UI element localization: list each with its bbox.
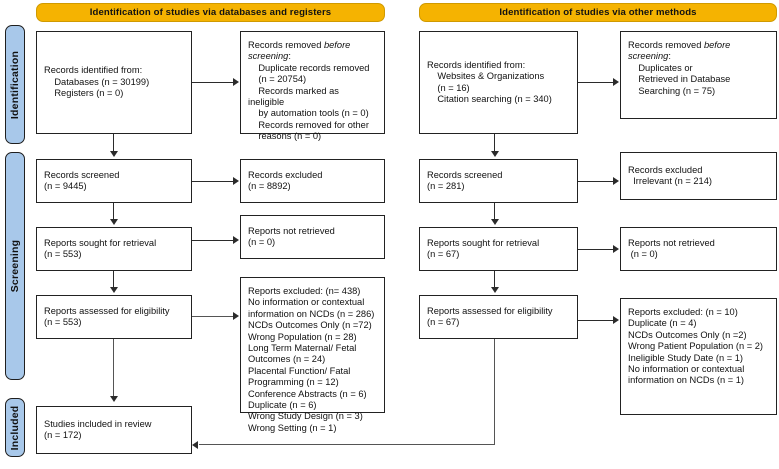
box-right-reports-sought: Reports sought for retrieval (n = 67) [419,227,578,271]
box-right-records-removed: Records removed before screening: Duplic… [620,31,777,119]
box-left-reports-not-retrieved-text: Reports not retrieved (n = 0) [248,225,335,247]
connector-right-screened-to-excluded [578,181,613,183]
arrowhead-left-screened-to-sought [109,219,118,225]
box-left-records-excluded-text: Records excluded (n = 8892) [248,169,323,191]
column-header-databases-label: Identification of studies via databases … [89,7,332,18]
arrowhead-left-identified-to-screened [109,151,118,157]
stage-label-identification: Identification [9,50,21,119]
box-left-reports-assessed: Reports assessed for eligibility (n = 55… [36,295,192,339]
arrowhead-right-screened-to-excluded [613,177,619,185]
column-header-databases: Identification of studies via databases … [36,3,385,22]
connector-left-screened-to-sought [113,203,115,220]
box-right-records-excluded-text: Records excluded Irrelevant (n = 214) [628,164,712,186]
connector-right-sought-to-not-retrieved [578,249,613,251]
box-left-records-screened-text: Records screened (n = 9445) [44,169,120,191]
connector-right-assessed-down [494,339,496,445]
arrowhead-right-assessed-to-reports-excluded [613,316,619,324]
connector-left-sought-to-assessed [113,271,115,288]
connector-left-identified-to-removed [192,82,233,84]
connector-left-sought-to-not-retrieved [192,240,233,242]
connector-left-screened-to-excluded [192,181,233,183]
stage-bar-screening: Screening [5,152,25,380]
box-right-reports-not-retrieved: Reports not retrieved (n = 0) [620,227,777,271]
connector-left-assessed-to-reports-excluded [192,316,233,318]
connector-right-screened-to-sought [494,203,496,220]
box-left-records-identified: Records identified from: Databases (n = … [36,31,192,134]
arrowhead-left-assessed-to-included [109,396,118,402]
box-left-studies-included-text: Studies included in review (n = 172) [44,418,152,440]
box-left-reports-sought-text: Reports sought for retrieval (n = 553) [44,237,157,259]
box-right-reports-assessed-text: Reports assessed for eligibility (n = 67… [427,305,553,327]
arrowhead-left-screened-to-excluded [233,177,239,185]
box-right-reports-assessed: Reports assessed for eligibility (n = 67… [419,295,578,339]
box-right-records-excluded: Records excluded Irrelevant (n = 214) [620,152,777,200]
arrowhead-left-sought-to-not-retrieved [233,236,239,244]
stage-label-included: Included [9,405,21,450]
box-left-records-removed-text: Records removed before screening: Duplic… [248,40,370,142]
connector-right-identified-to-screened [494,134,496,152]
box-right-reports-excluded-text: Reports excluded: (n = 10) Duplicate (n … [628,307,763,386]
stage-bar-identification: Identification [5,25,25,144]
connector-right-assessed-to-reports-excluded [578,320,613,322]
column-header-other-methods-label: Identification of studies via other meth… [499,7,697,18]
connector-right-identified-to-removed [578,82,613,84]
box-left-reports-excluded: Reports excluded: (n= 438) No informatio… [240,277,385,433]
column-header-other-methods: Identification of studies via other meth… [419,3,777,22]
box-right-reports-sought-text: Reports sought for retrieval (n = 67) [427,237,540,259]
arrowhead-right-sought-to-not-retrieved [613,245,619,253]
stage-bar-included: Included [5,398,25,457]
arrowhead-left-identified-to-removed [233,78,239,86]
arrowhead-right-screened-to-sought [490,219,499,225]
arrowhead-right-to-studies-included [192,440,198,449]
box-left-records-screened: Records screened (n = 9445) [36,159,192,203]
stage-label-screening: Screening [9,239,21,293]
connector-right-sought-to-assessed [494,271,496,288]
connector-right-to-studies-included [199,444,495,446]
arrowhead-right-sought-to-assessed [490,287,499,293]
box-left-reports-assessed-text: Reports assessed for eligibility (n = 55… [44,305,170,327]
connector-left-assessed-to-included [113,339,115,397]
box-left-reports-excluded-text: Reports excluded: (n= 438) No informatio… [248,286,375,433]
connector-left-identified-to-screened [113,134,115,152]
box-right-records-screened-text: Records screened (n = 281) [427,169,503,191]
box-right-records-screened: Records screened (n = 281) [419,159,578,203]
box-left-records-excluded: Records excluded (n = 8892) [240,159,385,203]
box-left-reports-not-retrieved: Reports not retrieved (n = 0) [240,215,385,259]
arrowhead-right-identified-to-removed [613,78,619,86]
box-left-reports-sought: Reports sought for retrieval (n = 553) [36,227,192,271]
box-left-records-identified-text: Records identified from: Databases (n = … [44,65,150,99]
box-right-reports-not-retrieved-text: Reports not retrieved (n = 0) [628,237,715,259]
box-left-studies-included: Studies included in review (n = 172) [36,406,192,454]
box-left-records-removed: Records removed before screening: Duplic… [240,31,385,141]
box-right-records-identified-text: Records identified from: Websites & Orga… [427,59,552,104]
box-right-records-identified: Records identified from: Websites & Orga… [419,31,578,134]
box-right-reports-excluded: Reports excluded: (n = 10) Duplicate (n … [620,298,777,415]
arrowhead-right-identified-to-screened [490,151,499,157]
box-right-records-removed-text: Records removed before screening: Duplic… [628,40,731,96]
arrowhead-left-assessed-to-reports-excluded [233,312,239,320]
arrowhead-left-sought-to-assessed [109,287,118,293]
